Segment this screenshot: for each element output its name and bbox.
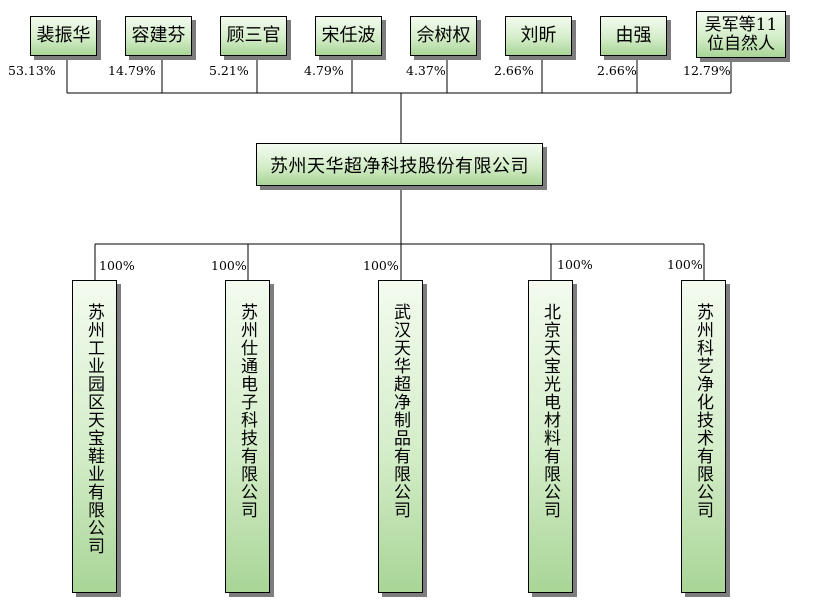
shareholding-percent: 4.79% [304,63,344,78]
subsidiary-box: 苏州工业园区天宝鞋业有限公司 [72,280,117,593]
subsidiary-percent: 100% [667,257,703,272]
subsidiary-box: 武汉天华超净制品有限公司 [378,280,423,593]
subsidiary-percent: 100% [99,258,135,273]
subsidiary-name: 武汉天华超净制品有限公司 [390,303,410,519]
shareholder-box: 容建芬 [125,16,192,56]
shareholding-percent: 14.79% [108,63,156,78]
shareholding-percent: 4.37% [406,63,446,78]
shareholding-percent: 2.66% [494,63,534,78]
company-box: 苏州天华超净科技股份有限公司 [256,143,543,186]
shareholder-box: 宋任波 [315,16,382,56]
subsidiary-box: 苏州仕通电子科技有限公司 [225,280,270,593]
shareholder-box: 刘昕 [505,16,572,56]
company-name: 苏州天华超净科技股份有限公司 [270,155,529,177]
subsidiary-name: 北京天宝光电材料有限公司 [540,303,560,519]
subsidiary-name: 苏州仕通电子科技有限公司 [237,303,257,519]
shareholding-percent: 53.13% [8,63,56,78]
subsidiary-name: 苏州工业园区天宝鞋业有限公司 [84,303,104,555]
shareholder-name: 刘昕 [520,25,557,46]
shareholder-name: 顾三官 [226,25,281,46]
subsidiary-name: 苏州科艺净化技术有限公司 [693,303,713,519]
shareholder-name: 由强 [615,25,652,46]
shareholder-name: 宋任波 [321,25,376,46]
shareholder-box: 裴振华 [30,16,97,56]
shareholder-name: 佘树权 [416,25,471,46]
shareholder-box: 顾三官 [220,16,287,56]
subsidiary-box: 苏州科艺净化技术有限公司 [681,280,726,593]
shareholder-name: 裴振华 [36,25,91,46]
shareholder-box: 吴军等11 位自然人 [696,11,786,58]
shareholder-name: 容建芬 [131,25,186,46]
subsidiary-percent: 100% [363,258,399,273]
shareholding-percent: 5.21% [209,63,249,78]
shareholder-box: 佘树权 [410,16,477,56]
shareholder-box: 由强 [600,16,667,56]
subsidiary-box: 北京天宝光电材料有限公司 [528,280,573,593]
shareholding-percent: 12.79% [683,63,731,78]
subsidiary-percent: 100% [557,257,593,272]
subsidiary-percent: 100% [211,258,247,273]
shareholder-name: 吴军等11 位自然人 [704,14,778,54]
shareholding-percent: 2.66% [597,63,637,78]
